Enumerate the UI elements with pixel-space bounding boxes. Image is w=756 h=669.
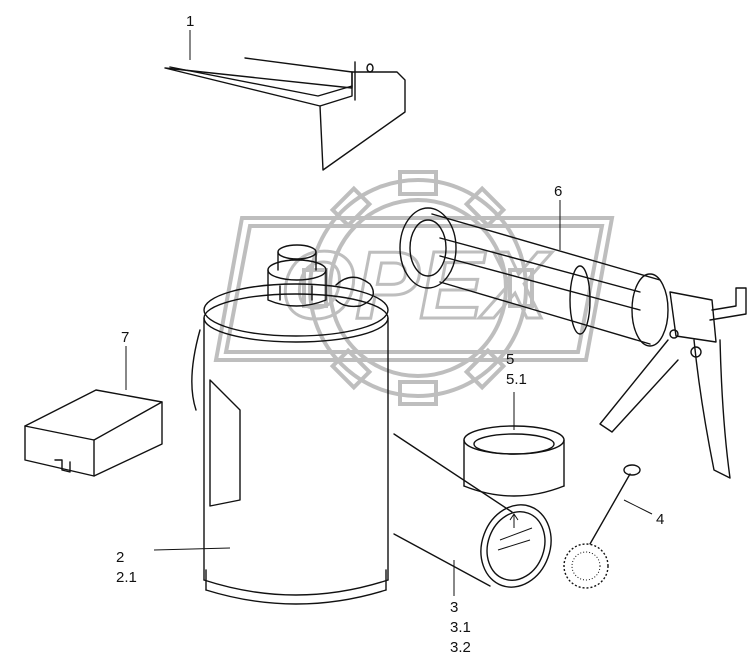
callout-4: 4 [656,511,664,528]
callout-6: 6 [554,183,562,200]
callout-1: 1 [186,13,194,30]
leader-lines [125,30,653,596]
leader-2 [153,547,231,551]
callout-labels: 1 2 2.1 3 3.1 3.2 4 5 5.1 6 7 [116,13,664,656]
part-2-can [191,244,389,605]
part-4-brush [563,464,641,589]
part-1-scraper [164,57,406,171]
callout-5: 5 [506,351,514,368]
part-3-cartridge [393,433,552,588]
leader-4 [623,499,653,515]
callout-3: 3 [450,599,458,616]
part-7-block [24,389,163,477]
part-6-caulking-gun [399,207,747,479]
callout-2-1: 2.1 [116,569,137,586]
callout-2: 2 [116,549,124,566]
callout-3-1: 3.1 [450,619,471,636]
callout-3-2: 3.2 [450,639,471,656]
callout-5-1: 5.1 [506,371,527,388]
callout-7: 7 [121,329,129,346]
part-5-tin [463,425,565,497]
opex-watermark: OPEX [213,170,615,406]
